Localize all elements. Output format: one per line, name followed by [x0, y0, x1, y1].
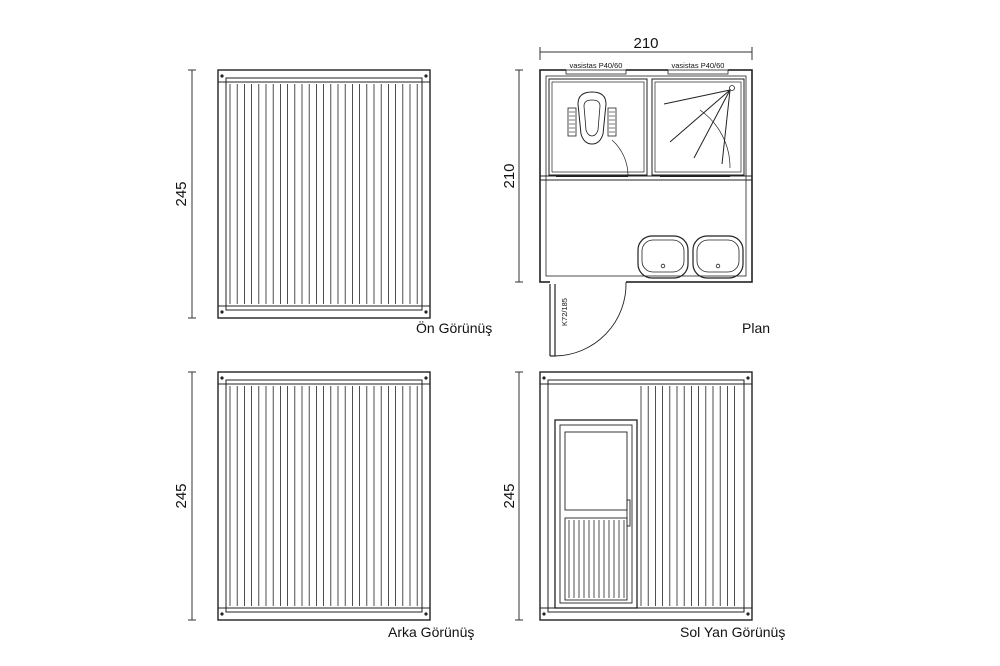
door-size-label: K72/185 [560, 298, 569, 326]
door-handle [626, 499, 631, 527]
shower-cabin [651, 78, 745, 176]
back-view-caption: Arka Görünüş [388, 624, 474, 640]
back-panel-frame [217, 371, 431, 621]
back-view: 245 Arka Görünüş [173, 371, 474, 640]
shower-icon [663, 85, 735, 169]
left-side-view: 245 Sol Yan Görünüş [501, 371, 785, 640]
back-cladding-slats [229, 386, 418, 606]
door-elevation [554, 419, 638, 609]
sink-right-icon [692, 235, 744, 279]
sink-left-icon [637, 235, 689, 279]
entrance-door: K72/185 [549, 280, 627, 357]
plan-view: 210 210 vasistas P40/60 vasistas P40/60 [501, 35, 770, 357]
side-panel-frame [539, 371, 753, 621]
left-side-caption: Sol Yan Görünüş [680, 624, 785, 640]
side-height-dimension: 245 [501, 483, 518, 508]
plan-depth-dimension: 210 [501, 163, 518, 188]
plan-caption: Plan [742, 320, 770, 336]
front-panel-frame [217, 69, 431, 319]
window-left-label: vasistas P40/60 [570, 61, 623, 70]
back-height-dimension: 245 [173, 483, 190, 508]
front-view-caption: Ön Görünüş [416, 319, 492, 336]
door-glass-panel [564, 431, 628, 511]
front-view: 245 Ön Görünüş [173, 69, 492, 336]
front-height-dimension: 245 [173, 181, 190, 206]
squat-toilet-icon [567, 91, 629, 177]
plan-width-dimension: 210 [633, 35, 658, 52]
front-cladding-slats [229, 84, 418, 304]
window-right-label: vasistas P40/60 [672, 61, 725, 70]
side-cladding-slats [640, 386, 735, 606]
door-lower-slats [568, 520, 625, 598]
